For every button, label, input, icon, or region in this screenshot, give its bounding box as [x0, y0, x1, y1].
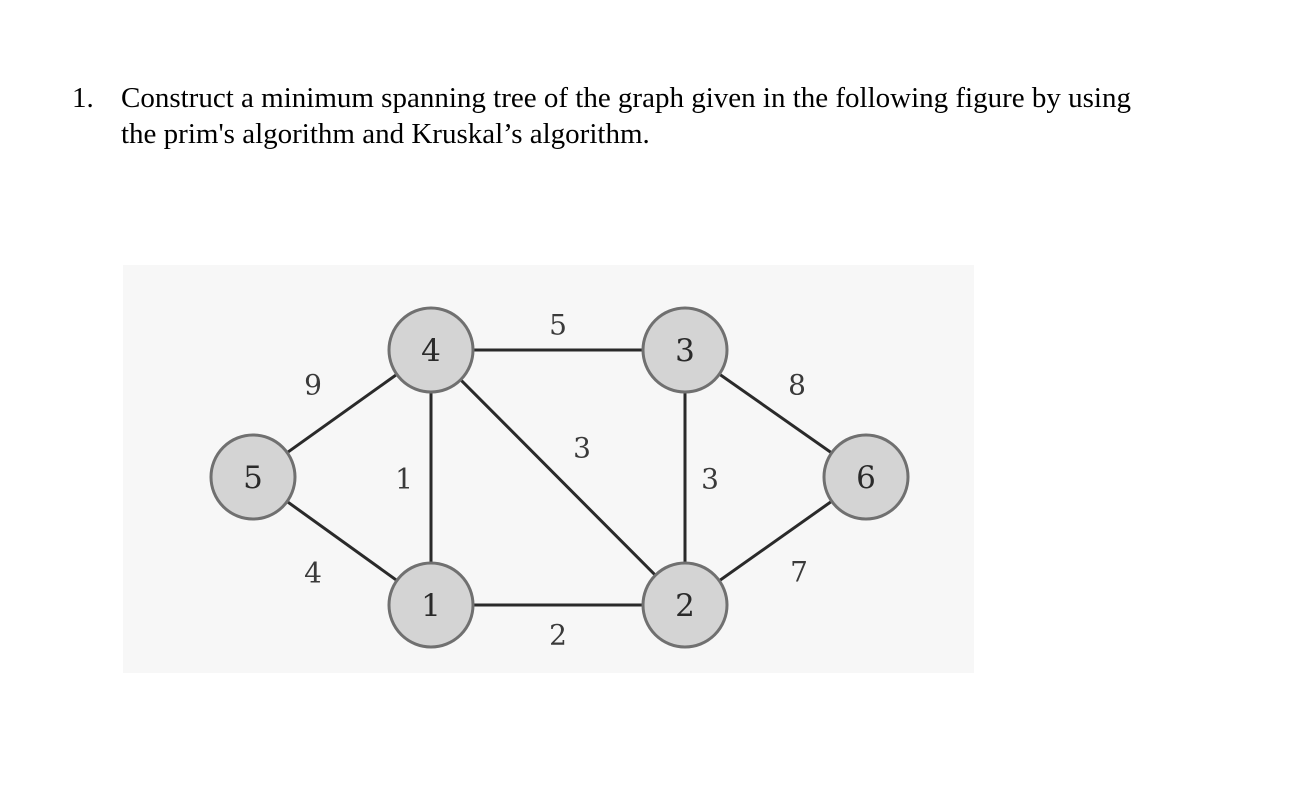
node-label-2: 2: [675, 588, 695, 624]
edge-weight-n2-n6: 7: [790, 556, 808, 589]
graph-node-2: 2: [641, 561, 729, 649]
edge-weight-n4-n2: 3: [573, 432, 591, 465]
question-number: 1.: [72, 82, 94, 114]
node-circle-3: [641, 306, 729, 394]
question-text-line-2: the prim's algorithm and Kruskal’s algor…: [121, 118, 650, 150]
graph-node-5: 5: [209, 433, 297, 521]
edge-weight-n4-n1: 1: [395, 463, 413, 496]
node-circle-1: [387, 561, 475, 649]
edge-weight-n3-n2: 3: [701, 463, 719, 496]
edge-n4-n2: [429, 348, 687, 607]
node-circle-5: [209, 433, 297, 521]
node-circle-4: [387, 306, 475, 394]
graph-nodes: 4 3 5 6 1 2: [209, 306, 910, 649]
edge-weight-n5-n4: 9: [304, 369, 322, 402]
node-label-1: 1: [421, 588, 441, 624]
question-text: Construct a minimum spanning tree of the…: [121, 80, 1252, 152]
node-label-4: 4: [421, 333, 441, 369]
question-block: 1. Construct a minimum spanning tree of …: [72, 80, 1252, 152]
node-label-6: 6: [856, 460, 876, 496]
edge-weight-n1-n2: 2: [549, 619, 567, 652]
graph-edges: [252, 348, 867, 607]
graph-node-4: 4: [387, 306, 475, 394]
node-label-5: 5: [243, 460, 263, 496]
node-circle-2: [641, 561, 729, 649]
edge-weight-n5-n1: 4: [304, 557, 322, 590]
node-circle-6: [822, 433, 910, 521]
node-label-3: 3: [675, 333, 695, 369]
graph-node-3: 3: [641, 306, 729, 394]
graph-node-6: 6: [822, 433, 910, 521]
edge-weight-n3-n6: 8: [788, 369, 806, 402]
graph-node-1: 1: [387, 561, 475, 649]
question-text-line-1: Construct a minimum spanning tree of the…: [121, 82, 1131, 114]
edge-weight-n4-n3: 5: [549, 309, 567, 342]
